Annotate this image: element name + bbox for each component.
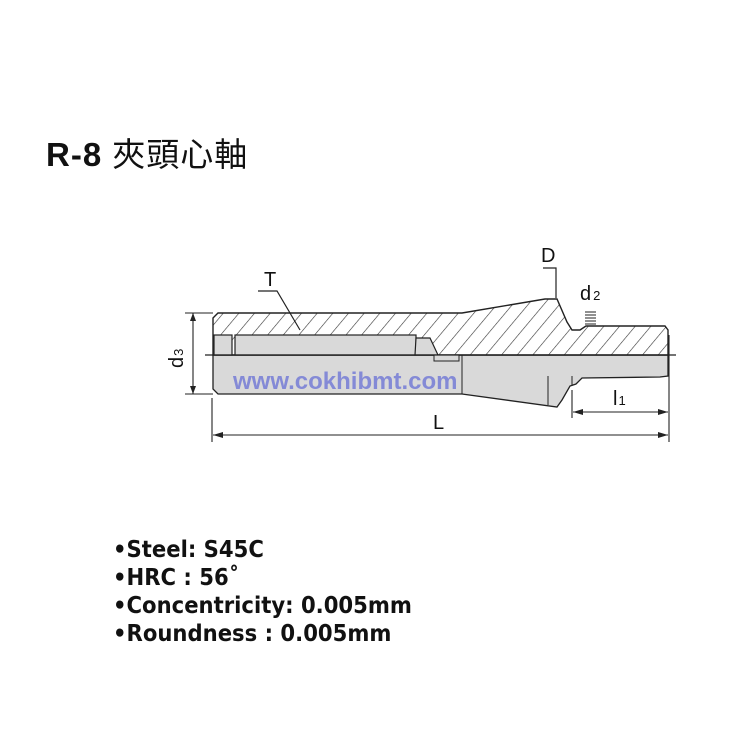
label-t: T — [264, 269, 276, 291]
spec-roundness: •Roundness : 0.005mm — [113, 621, 392, 647]
title-model: R-8 — [46, 136, 103, 173]
title-name: 夾頭心軸 — [112, 135, 249, 174]
label-d: D — [541, 245, 555, 267]
watermark: www.cokhibmt.com — [232, 368, 457, 395]
lower-body — [212, 354, 669, 408]
spec-concentricity: •Concentricity: 0.005mm — [113, 593, 412, 619]
thread-icon — [585, 311, 596, 325]
label-d3: d3 — [166, 349, 188, 368]
spec-steel: •Steel: S45C — [113, 537, 264, 563]
label-l: L — [433, 412, 444, 434]
t-slot — [234, 334, 417, 356]
label-l1: l1 — [613, 388, 626, 410]
spec-hrc: •HRC : 56˚ — [113, 565, 240, 591]
